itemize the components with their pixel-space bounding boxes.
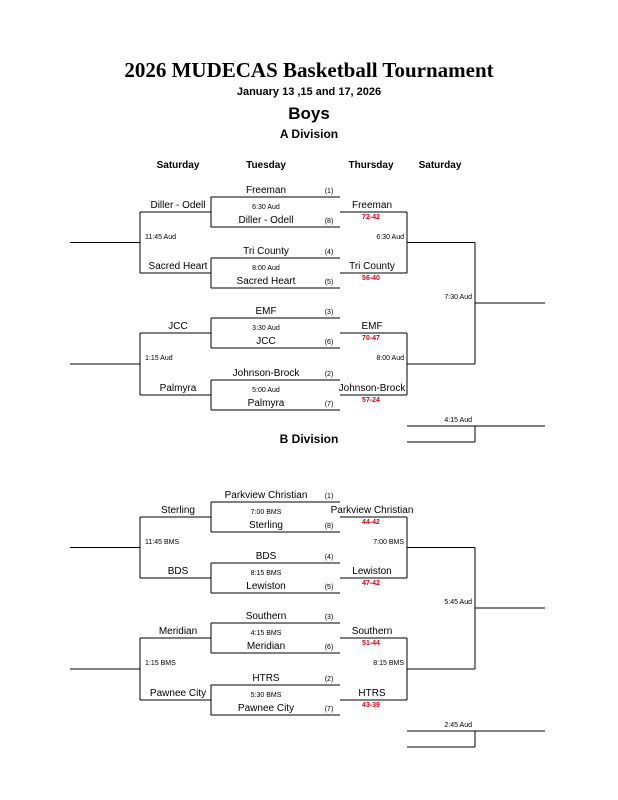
column-header-saturday-left: Saturday (156, 160, 200, 171)
seed-label: (8) (324, 523, 334, 530)
saturday-left-team: Sterling (161, 505, 195, 516)
column-header-tuesday: Tuesday (246, 160, 286, 171)
division-title: A Division (279, 127, 339, 141)
game-time: 8:00 Aud (376, 355, 404, 362)
page-title: 2026 MUDECAS Basketball Tournament (124, 58, 494, 82)
saturday-left-team: Diller - Odell (150, 200, 206, 211)
tuesday-top-team: Freeman (245, 185, 287, 196)
game-time: 4:15 BMS (250, 630, 282, 637)
saturday-left-team: Pawnee City (149, 688, 207, 699)
tuesday-top-team: BDS (255, 551, 277, 562)
seed-label: (3) (324, 614, 334, 621)
game-score: 43-39 (362, 702, 380, 709)
thursday-team: Lewiston (352, 566, 392, 577)
thursday-team: HTRS (358, 688, 386, 699)
game-time: 4:15 Aud (444, 417, 472, 424)
tuesday-bottom-team: Diller - Odell (238, 215, 294, 226)
column-header-thursday: Thursday (348, 160, 394, 171)
thursday-team: Freeman (351, 200, 393, 211)
game-time: 8:15 BMS (250, 570, 282, 577)
game-time: 7:30 Aud (444, 294, 472, 301)
thursday-team: EMF (361, 321, 383, 332)
tuesday-bottom-team: Sterling (249, 520, 283, 531)
tuesday-top-team: Johnson-Brock (232, 368, 300, 379)
game-score: 70-47 (362, 335, 380, 342)
seed-label: (2) (324, 676, 334, 683)
tuesday-bottom-team: Meridian (246, 641, 286, 652)
tuesday-top-team: HTRS (252, 673, 280, 684)
game-time: 1:15 Aud (145, 355, 173, 362)
game-score: 57-24 (362, 397, 380, 404)
game-score: 56-40 (362, 275, 380, 282)
saturday-left-team: BDS (167, 566, 189, 577)
seed-label: (1) (324, 493, 334, 500)
saturday-left-team: Sacred Heart (148, 261, 208, 272)
game-time: 1:15 BMS (145, 660, 176, 667)
thursday-team: Tri County (349, 261, 395, 272)
tuesday-top-team: Southern (245, 611, 287, 622)
thursday-team: Parkview Christian (330, 505, 414, 516)
tournament-dates: January 13 ,15 and 17, 2026 (236, 86, 382, 98)
column-header-saturday-right: Saturday (418, 160, 462, 171)
saturday-left-team: Palmyra (159, 383, 197, 394)
tuesday-bottom-team: JCC (256, 336, 276, 347)
seed-label: (6) (324, 644, 334, 651)
game-time: 11:45 Aud (145, 233, 177, 241)
division-title: B Division (279, 432, 339, 446)
game-time: 3:30 Aud (252, 325, 280, 332)
tuesday-top-team: Tri County (243, 246, 289, 257)
seed-label: (3) (324, 309, 334, 316)
game-time: 7:00 BMS (250, 509, 282, 516)
gender-heading: Boys (288, 104, 330, 123)
seed-label: (4) (324, 249, 334, 256)
tuesday-bottom-team: Lewiston (246, 581, 286, 592)
game-score: 44-42 (362, 519, 380, 526)
saturday-left-team: JCC (168, 321, 188, 332)
seed-label: (6) (324, 339, 334, 346)
game-time: 5:00 Aud (252, 387, 280, 394)
game-time: 6:30 Aud (376, 233, 404, 241)
seed-label: (5) (324, 279, 334, 286)
seed-label: (2) (324, 371, 334, 378)
game-score: 51-44 (362, 640, 380, 647)
tuesday-top-team: Parkview Christian (224, 490, 308, 501)
seed-label: (7) (324, 706, 334, 713)
game-time: 8:15 BMS (373, 660, 404, 667)
seed-label: (7) (324, 401, 334, 408)
seed-label: (4) (324, 554, 334, 561)
thursday-team: Southern (351, 626, 393, 637)
game-score: 47-42 (362, 580, 380, 587)
saturday-left-team: Meridian (158, 626, 198, 637)
game-score: 72-42 (362, 214, 380, 221)
seed-label: (1) (324, 188, 334, 195)
game-time: 7:00 BMS (373, 538, 404, 546)
tuesday-bottom-team: Palmyra (247, 398, 285, 409)
game-time: 2:45 Aud (444, 722, 472, 729)
thursday-team: Johnson-Brock (338, 383, 406, 394)
tuesday-top-team: EMF (255, 306, 277, 317)
game-time: 8:00 Aud (252, 265, 280, 272)
seed-label: (5) (324, 584, 334, 591)
seed-label: (8) (324, 218, 334, 225)
tuesday-bottom-team: Pawnee City (237, 703, 295, 714)
game-time: 11:45 BMS (145, 538, 180, 546)
game-time: 6:30 Aud (252, 204, 280, 211)
game-time: 5:30 BMS (250, 692, 282, 699)
tuesday-bottom-team: Sacred Heart (236, 276, 296, 287)
game-time: 5:45 Aud (444, 599, 472, 606)
